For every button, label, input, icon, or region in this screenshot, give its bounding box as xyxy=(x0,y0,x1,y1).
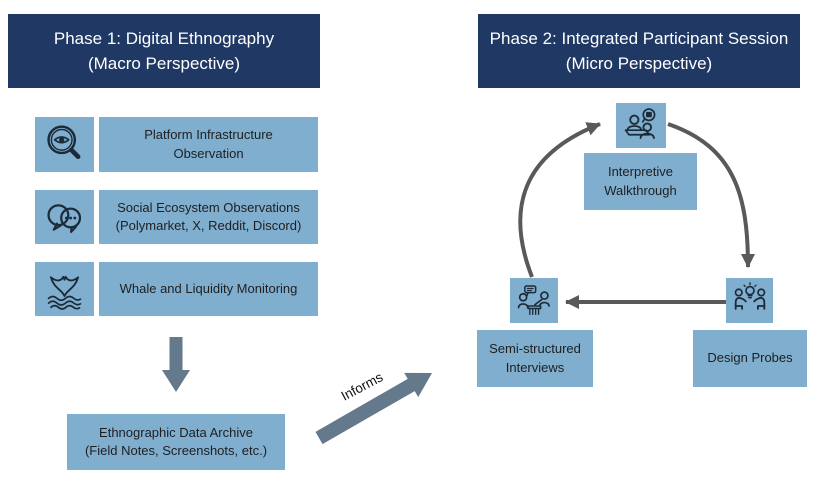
design-probes-icon-box xyxy=(726,278,773,323)
social-ecosystem-icon-box xyxy=(35,190,94,244)
platform-observation-box: Platform Infrastructure Observation xyxy=(99,117,318,172)
whale-monitoring-box: Whale and Liquidity Monitoring xyxy=(99,262,318,316)
ethnographic-archive-box: Ethnographic Data Archive (Field Notes, … xyxy=(67,414,285,470)
phase1-header: Phase 1: Digital Ethnography (Macro Pers… xyxy=(8,14,320,88)
interpretive-walkthrough-icon-box xyxy=(616,103,666,148)
semi-structured-line2: Interviews xyxy=(505,359,565,375)
whale-monitoring-line1: Whale and Liquidity Monitoring xyxy=(119,280,298,296)
platform-observation-line1: Platform Infrastructure xyxy=(144,127,273,143)
platform-observation-icon-box xyxy=(35,117,94,172)
interpretive-walkthrough-line2: Walkthrough xyxy=(604,182,677,198)
platform-observation-line2: Observation xyxy=(173,145,244,161)
down-arrow xyxy=(162,337,190,392)
interpretive-walkthrough-box: Interpretive Walkthrough xyxy=(584,153,697,210)
semi-structured-line1: Semi-structured xyxy=(489,341,581,357)
social-ecosystem-line2: (Polymarket, X, Reddit, Discord) xyxy=(115,218,302,233)
phase2-header: Phase 2: Integrated Participant Session … xyxy=(478,14,800,88)
eye-magnifier-icon xyxy=(47,125,81,160)
ethnographic-archive-line1: Ethnographic Data Archive xyxy=(99,424,253,440)
design-probes-line1: Design Probes xyxy=(707,350,793,366)
semi-structured-interviews-icon-box xyxy=(510,278,558,323)
informs-label: Informs xyxy=(338,369,386,404)
interview-table-icon xyxy=(517,284,550,315)
whale-monitoring-icon-box xyxy=(35,262,94,316)
chat-bubbles-icon xyxy=(47,203,82,233)
phase2-title-line2: (Micro Perspective) xyxy=(565,54,713,73)
social-ecosystem-box: Social Ecosystem Observations (Polymarke… xyxy=(99,190,318,244)
ethnographic-archive-line2: (Field Notes, Screenshots, etc.) xyxy=(84,443,268,458)
phase1-title-line2: (Macro Perspective) xyxy=(87,54,241,73)
phase2-title-line1: Phase 2: Integrated Participant Session xyxy=(489,28,789,48)
whale-tail-icon xyxy=(47,275,82,310)
walkthrough-demo-icon xyxy=(624,107,656,139)
codesign-lightbulb-icon xyxy=(734,281,765,310)
social-ecosystem-line1: Social Ecosystem Observations xyxy=(117,199,300,215)
phase1-title-line1: Phase 1: Digital Ethnography xyxy=(53,28,275,48)
design-probes-box: Design Probes xyxy=(693,330,807,387)
interpretive-walkthrough-line1: Interpretive xyxy=(607,164,674,180)
semi-structured-interviews-box: Semi-structured Interviews xyxy=(477,330,593,387)
